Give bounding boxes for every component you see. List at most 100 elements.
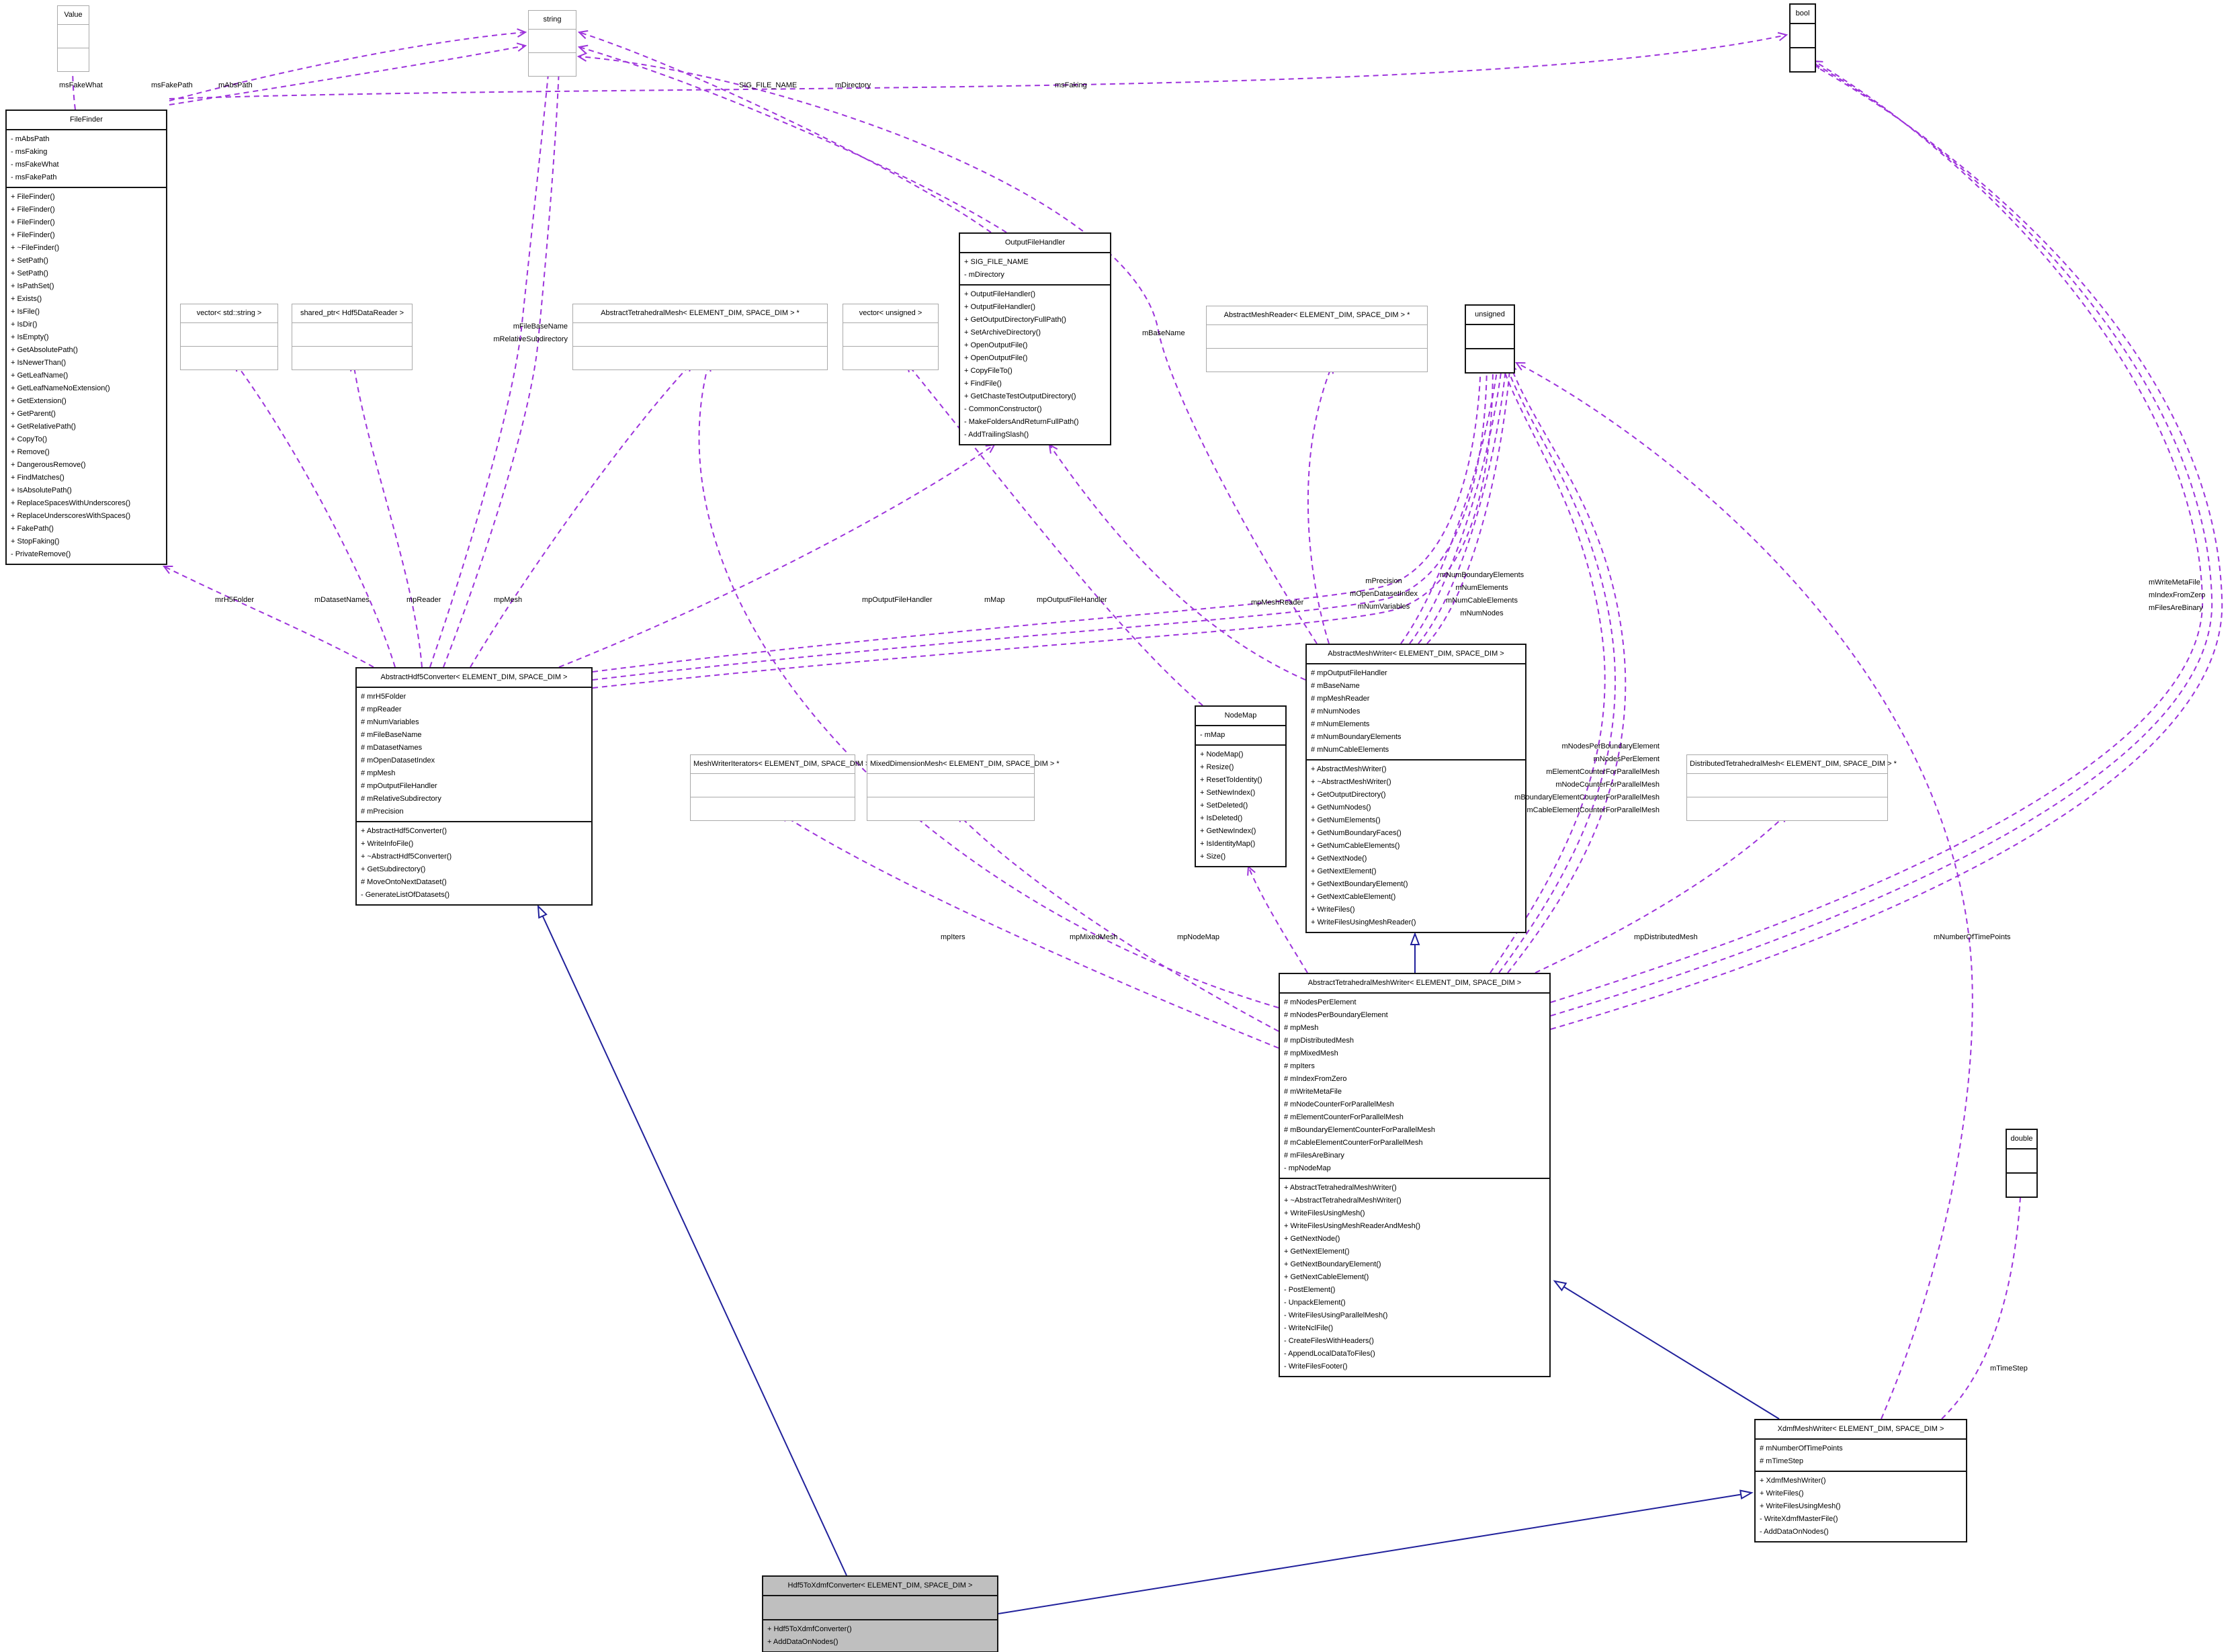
class-member: + GetExtension() (11, 397, 67, 405)
class-box-distributed-tetrahedral-mesh[interactable]: DistributedTetrahedralMesh< ELEMENT_DIM,… (1686, 754, 1897, 821)
class-box-value[interactable]: Value (57, 5, 89, 72)
class-title: string (543, 15, 562, 24)
class-member: + FileFinder() (11, 206, 55, 214)
class-box-vector-unsigned[interactable]: vector< unsigned > (843, 304, 939, 370)
class-member: + Size() (1200, 853, 1226, 861)
class-member: + GetNumBoundaryFaces() (1311, 829, 1402, 837)
class-attrs (573, 322, 827, 346)
edge-label: mDirectory (835, 79, 871, 92)
edge-label: mBaseName (1142, 327, 1185, 340)
class-member: + IsPathSet() (11, 282, 54, 290)
class-methods (1791, 47, 1815, 71)
usage-edge-xdmfwriter-mNumberOfTimePoints-unsigned (1515, 361, 1973, 1420)
class-box-double[interactable]: double (2006, 1129, 2038, 1198)
class-methods (2007, 1172, 2036, 1197)
class-member: + IsNewerThan() (11, 359, 67, 367)
class-member: - mAbsPath (11, 135, 50, 143)
edge-label: mpNodeMap (1177, 931, 1219, 944)
class-title: DistributedTetrahedralMesh< ELEMENT_DIM,… (1690, 760, 1897, 768)
class-member: - msFakePath (11, 173, 57, 181)
class-box-output-file-handler[interactable]: OutputFileHandler+ SIG_FILE_NAME- mDirec… (959, 232, 1111, 445)
edge-label: mTimeStep (1990, 1362, 2028, 1375)
edge-label-line: mBaseName (1142, 329, 1185, 337)
class-member: - AppendLocalDataToFiles() (1284, 1350, 1375, 1358)
class-title: bool (1795, 9, 1810, 17)
class-member: # mBoundaryElementCounterForParallelMesh (1284, 1126, 1435, 1134)
class-member: # mNumberOfTimePoints (1760, 1444, 1843, 1452)
class-member: # mFilesAreBinary (1284, 1151, 1344, 1160)
class-box-bool[interactable]: bool (1789, 3, 1816, 73)
class-member: - mpNodeMap (1284, 1164, 1331, 1172)
class-member: + WriteFilesUsingMeshReader() (1311, 918, 1416, 926)
class-box-abstract-hdf5-converter[interactable]: AbstractHdf5Converter< ELEMENT_DIM, SPAC… (355, 667, 593, 906)
usage-edge-converter-mRelativeSubdirectory-string (443, 65, 564, 668)
edge-label-line: mTimeStep (1990, 1364, 2028, 1373)
edge-label-line: SIG_FILE_NAME (739, 81, 798, 89)
class-attrs (1207, 324, 1427, 348)
edge-label: mpDistributedMesh (1634, 931, 1698, 944)
class-member: # mpMixedMesh (1284, 1049, 1338, 1057)
class-member: + ReplaceSpacesWithUnderscores() (11, 499, 131, 507)
usage-edge-converter-mpMesh-tetmesh (470, 361, 693, 668)
class-box-file-finder[interactable]: FileFinder- mAbsPath- msFaking- msFakeWh… (5, 110, 167, 565)
class-box-abstract-mesh-writer[interactable]: AbstractMeshWriter< ELEMENT_DIM, SPACE_D… (1305, 644, 1526, 933)
edge-label-line: mNumNodes (1460, 609, 1504, 617)
usage-edge-converter-mFileBaseName-string (429, 65, 553, 668)
edge-label-line: mNodeCounterForParallelMesh (1555, 781, 1660, 789)
class-box-mesh-writer-iterators[interactable]: MeshWriterIterators< ELEMENT_DIM, SPACE_… (690, 754, 875, 821)
class-member: + AbstractTetrahedralMeshWriter() (1284, 1184, 1397, 1192)
class-title: NodeMap (1224, 711, 1257, 720)
class-box-hdf5-to-xdmf-converter[interactable]: Hdf5ToXdmfConverter< ELEMENT_DIM, SPACE_… (762, 1575, 998, 1652)
class-box-string[interactable]: string (528, 10, 576, 77)
edge-label-line: msFakeWhat (59, 81, 103, 89)
edge-label-line: mNodesPerBoundaryElement (1561, 742, 1660, 750)
usage-edge-tetwriter-flags-bool-1 (1550, 60, 2204, 1003)
class-member: + FileFinder() (11, 231, 55, 239)
class-box-mixed-dimension-mesh[interactable]: MixedDimensionMesh< ELEMENT_DIM, SPACE_D… (867, 754, 1060, 821)
edge-label: mpMesh (494, 594, 522, 607)
class-box-abstract-tetrahedral-mesh-writer[interactable]: AbstractTetrahedralMeshWriter< ELEMENT_D… (1279, 973, 1551, 1377)
edge-label-line: mNodesPerElement (1593, 755, 1660, 763)
edge-label-line: mMap (984, 596, 1005, 604)
class-member: # mNumCableElements (1311, 746, 1389, 754)
usage-edge-tetwriter-flags-bool-3 (1550, 60, 2223, 1030)
edge-label-line: mpMeshReader (1251, 599, 1304, 607)
class-member: + Resize() (1200, 763, 1234, 771)
class-box-unsigned[interactable]: unsigned (1465, 304, 1515, 374)
class-member: + GetNextElement() (1284, 1248, 1350, 1256)
class-box-vector-string[interactable]: vector< std::string > (180, 304, 278, 370)
class-box-abstract-mesh-reader[interactable]: AbstractMeshReader< ELEMENT_DIM, SPACE_D… (1206, 306, 1428, 372)
class-member: - CommonConstructor() (964, 405, 1042, 413)
class-member: + FakePath() (11, 525, 54, 533)
class-title: double (2010, 1135, 2033, 1143)
class-box-xdmf-mesh-writer[interactable]: XdmfMeshWriter< ELEMENT_DIM, SPACE_DIM >… (1754, 1419, 1967, 1542)
class-methods: + FileFinder()+ FileFinder()+ FileFinder… (7, 187, 166, 564)
class-box-node-map[interactable]: NodeMap- mMap+ NodeMap()+ Resize()+ Rese… (1195, 705, 1287, 867)
class-box-shared-ptr-reader[interactable]: shared_ptr< Hdf5DataReader > (292, 304, 413, 370)
class-member: # mWriteMetaFile (1284, 1088, 1342, 1096)
class-member: - PostElement() (1284, 1286, 1336, 1294)
class-member: # mrH5Folder (361, 693, 406, 701)
class-methods: + AbstractTetrahedralMeshWriter()+ ~Abst… (1280, 1178, 1549, 1376)
edge-label: mNumberOfTimePoints (1934, 931, 2011, 944)
class-methods (573, 346, 827, 369)
edge-label-line: mrH5Folder (215, 596, 255, 604)
class-methods (58, 48, 89, 71)
class-attrs (181, 322, 277, 346)
class-box-abstract-tetrahedral-mesh[interactable]: AbstractTetrahedralMesh< ELEMENT_DIM, SP… (572, 304, 828, 370)
class-member: # mPrecision (361, 808, 404, 816)
edge-label-line: mCableElementCounterForParallelMesh (1526, 806, 1660, 814)
class-member: + GetAbsolutePath() (11, 346, 78, 354)
class-title: Value (64, 11, 83, 19)
class-attrs (529, 29, 576, 52)
edge-label: mrH5Folder (215, 594, 254, 607)
class-title: shared_ptr< Hdf5DataReader > (300, 309, 404, 317)
class-member: # mNumNodes (1311, 707, 1361, 715)
class-member: - CreateFilesWithHeaders() (1284, 1337, 1374, 1345)
class-member: + CopyTo() (11, 435, 48, 443)
class-attrs: # mrH5Folder# mpReader# mNumVariables# m… (357, 687, 591, 821)
class-member: - WriteXdmfMasterFile() (1760, 1515, 1838, 1523)
class-member: + CopyFileTo() (964, 367, 1013, 375)
class-methods (1687, 797, 1887, 820)
